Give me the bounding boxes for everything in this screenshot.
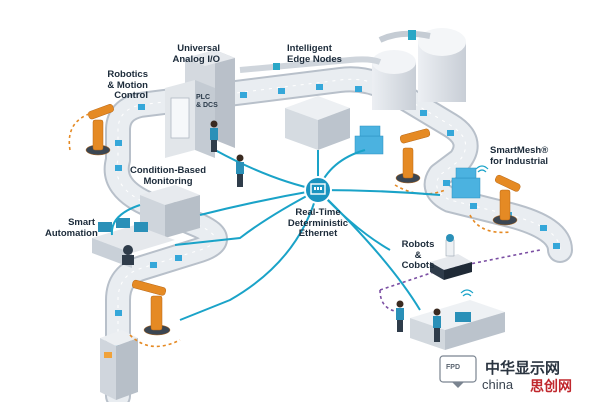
gateway-kiosk [100,330,138,400]
watermark-cn: 中华显示网 [485,357,560,378]
packaging-machine [410,300,505,350]
watermark-cn2: 思创网 [530,376,572,396]
watermark-en: china [482,377,513,392]
edge-node-box [285,96,350,150]
watermark-badge [440,356,476,388]
ethernet-switch-icon [305,177,331,203]
label-plc-dcs: PLC& DCS [196,94,218,110]
monitoring-station [140,185,200,238]
label-robots-cobots: Robots& Cobots [398,240,438,272]
label-smartmesh-industrial: SmartMesh®for Industrial [490,146,548,167]
watermark-fpd: FPD [446,364,460,371]
storage-silos [372,28,466,110]
